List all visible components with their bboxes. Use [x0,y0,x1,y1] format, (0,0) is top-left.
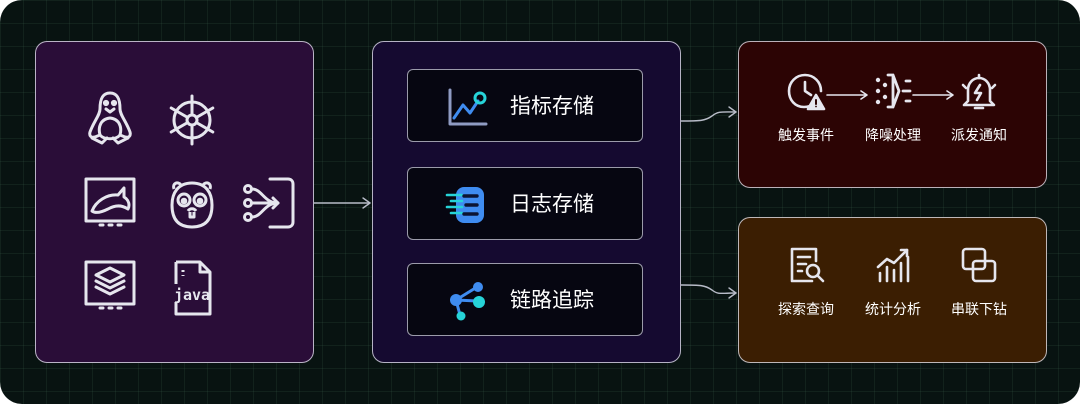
log-document-icon [444,182,490,228]
dispatch-notification-step[interactable]: 派发通知 [939,71,1019,145]
drill-down-item[interactable]: 串联下钻 [939,245,1019,319]
storage-to-alert-connector [680,111,737,122]
explore-query-label: 探索查询 [778,302,834,318]
storage-panel: 指标存储 日志存储 链路追踪 [372,41,681,363]
java-file-icon: java [162,258,222,318]
alerting-panel: 触发事件 降噪处理 [738,41,1047,188]
statistics-item[interactable]: 统计分析 [853,245,933,319]
clock-alert-icon [786,71,826,111]
data-flow-icon [238,173,298,233]
bell-notify-icon [959,71,999,111]
metrics-storage-label: 指标存储 [510,94,594,118]
metrics-storage-card[interactable]: 指标存储 [407,69,643,142]
flow-arrow-icon [912,90,954,100]
go-gopher-icon [162,175,222,235]
linux-tux-icon [80,88,140,148]
trigger-event-label: 触发事件 [778,128,834,144]
trace-label: 链路追踪 [510,288,594,312]
stack-layers-icon [80,256,140,316]
log-storage-label: 日志存储 [510,192,594,216]
metrics-chart-icon [444,84,490,130]
linked-squares-icon [959,245,999,285]
dolphin-database-icon [80,173,140,233]
log-storage-card[interactable]: 日志存储 [407,167,643,240]
drill-down-label: 串联下钻 [951,302,1007,318]
trace-card[interactable]: 链路追踪 [407,263,643,336]
explore-query-item[interactable]: 探索查询 [766,245,846,319]
trigger-event-step[interactable]: 触发事件 [766,71,846,145]
data-sources-panel: java [35,41,314,363]
dispatch-notification-label: 派发通知 [951,128,1007,144]
noise-reduction-step[interactable]: 降噪处理 [853,71,933,145]
bar-trend-icon [873,245,913,285]
analysis-panel: 探索查询 统计分析 串联下钻 [738,217,1047,363]
trace-nodes-icon [444,278,490,324]
svg-text:java: java [174,286,210,304]
storage-to-analysis-connector [680,284,737,295]
noise-reduction-icon [873,71,913,111]
noise-reduction-label: 降噪处理 [865,128,921,144]
flow-arrow-icon [826,90,868,100]
kubernetes-wheel-icon [162,90,222,150]
search-document-icon [786,245,826,285]
statistics-label: 统计分析 [865,302,921,318]
